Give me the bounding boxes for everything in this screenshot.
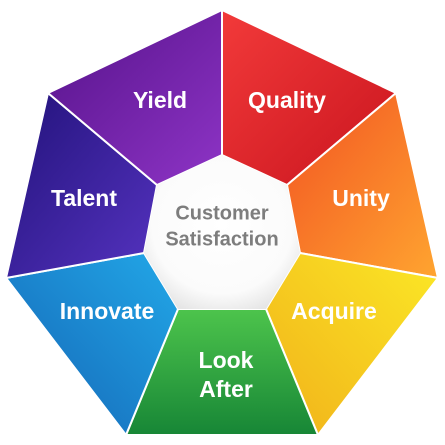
segment-label-yield: Yield — [133, 87, 187, 113]
segment-label-acquire: Acquire — [291, 298, 377, 324]
segment-label-quality: Quality — [248, 87, 326, 113]
center-label-line1: Customer — [175, 202, 269, 224]
segment-label-look-after-line1: Look — [199, 347, 254, 373]
segment-label-innovate: Innovate — [60, 298, 155, 324]
segment-label-look-after-line2: After — [199, 376, 253, 402]
segment-label-talent: Talent — [51, 185, 117, 211]
center-hub — [144, 155, 300, 309]
segment-label-unity: Unity — [332, 185, 390, 211]
center-label-line2: Satisfaction — [165, 228, 278, 250]
